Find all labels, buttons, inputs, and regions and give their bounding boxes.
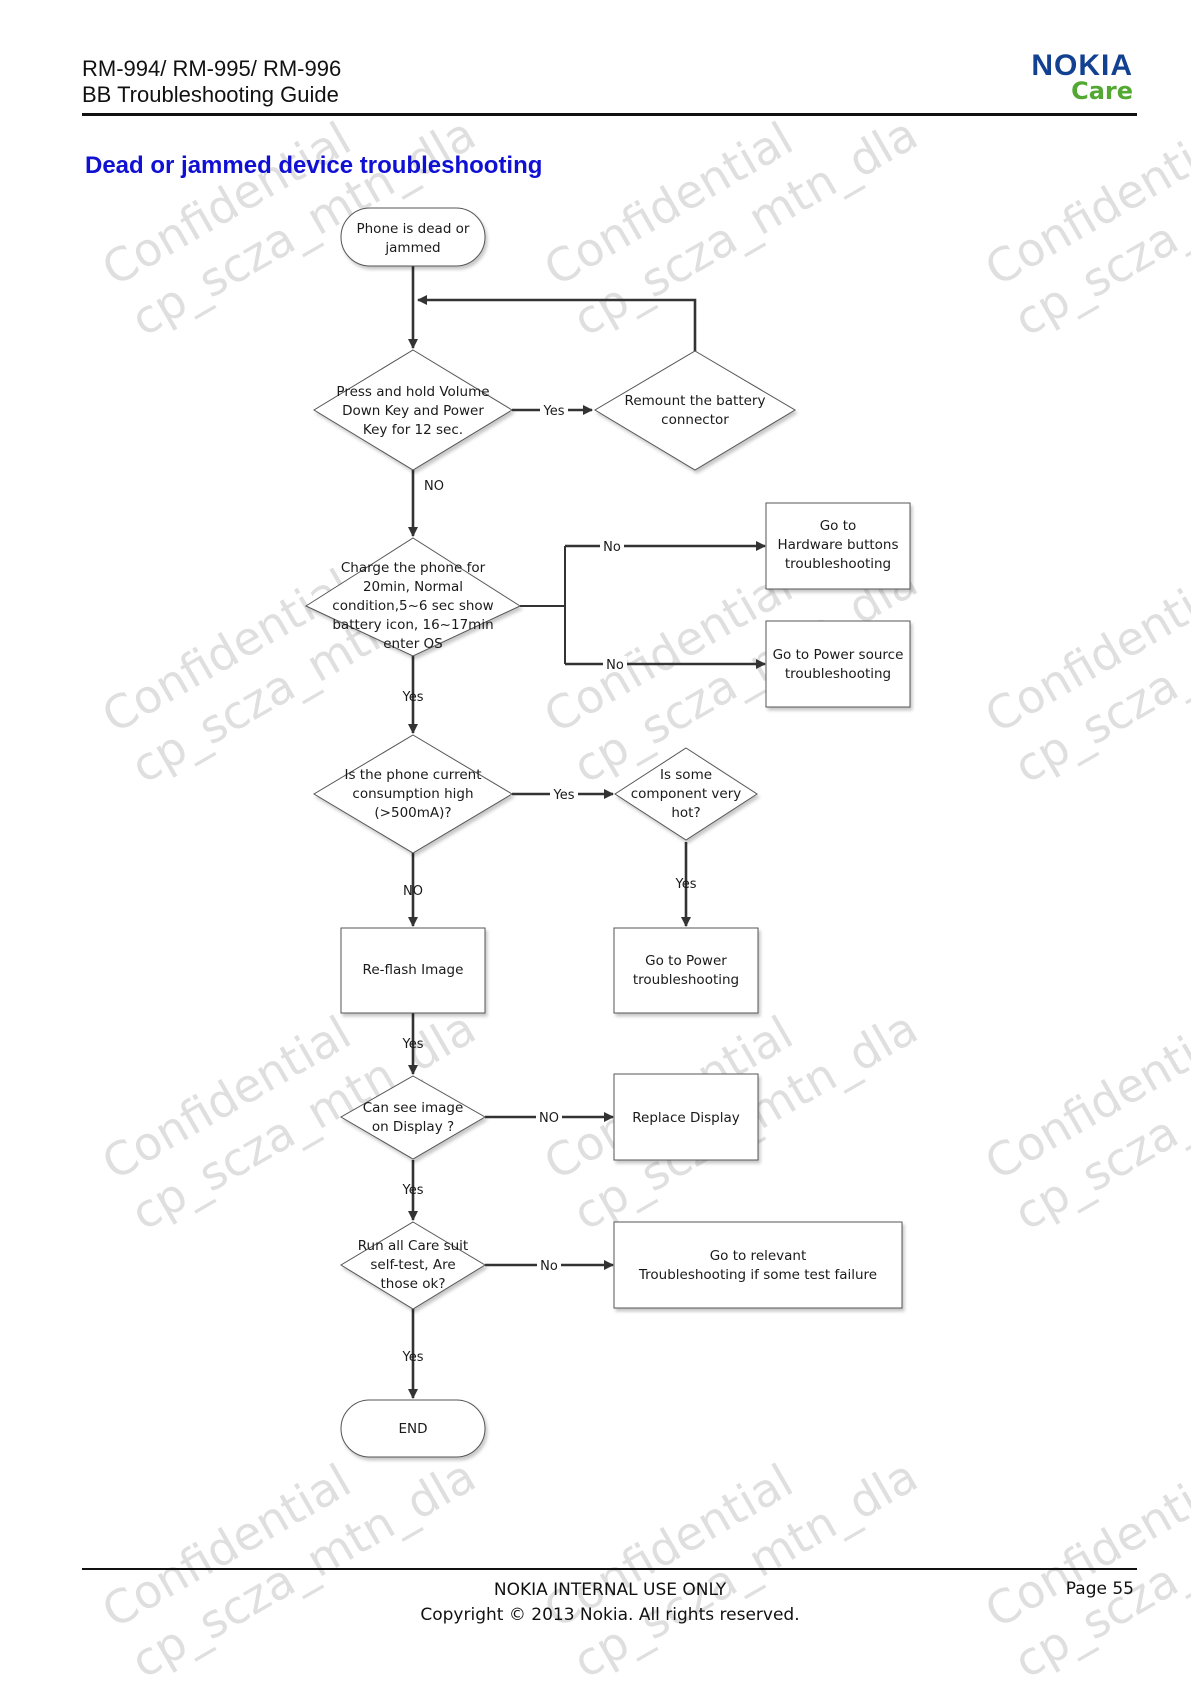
header-guide-title: BB Troubleshooting Guide <box>82 82 339 107</box>
node-reflash-image <box>340 927 486 1014</box>
label-backdrop <box>537 1257 561 1273</box>
node-selftest-text-3: those ok? <box>381 1276 446 1292</box>
page-title: Dead or jammed device troubleshooting <box>85 152 543 179</box>
edge-label-charge-no-1: No <box>603 540 621 555</box>
node-start-text-2: jammed <box>384 240 440 256</box>
edge-label-charge-yes: Yes <box>402 690 424 705</box>
edge-label-selftest-yes: Yes <box>402 1350 424 1365</box>
node-current-text-1: Is the phone current <box>345 767 482 783</box>
node-remount-battery <box>594 350 796 471</box>
node-hot-text-1: Is some <box>660 767 712 783</box>
label-backdrop <box>536 1109 562 1125</box>
node-start <box>340 207 486 267</box>
label-backdrop <box>600 538 624 554</box>
node-end-text: END <box>398 1421 427 1437</box>
node-see-image-text-2: on Display ? <box>372 1119 454 1135</box>
node-selftest-text-1: Run all Care suit <box>358 1238 468 1254</box>
edge-label-current-yes: Yes <box>553 788 575 803</box>
node-hardware-buttons <box>765 502 911 590</box>
node-relevant-text-1: Go to relevant <box>710 1248 807 1264</box>
node-press-hold-text-3: Key for 12 sec. <box>363 422 463 438</box>
edge-label-press-yes: Yes <box>543 404 565 419</box>
flow-nodes <box>304 207 911 1458</box>
node-selftest-text-2: self-test, Are <box>370 1257 455 1273</box>
edge-remount-loop <box>417 295 697 353</box>
node-power-ts-text-2: troubleshooting <box>633 972 739 988</box>
nokia-logo: NOKIA <box>1031 49 1133 82</box>
edge-label-see-no: NO <box>539 1111 559 1126</box>
edge-label-see-yes: Yes <box>402 1183 424 1198</box>
page-number: Page 55 <box>1065 1579 1134 1599</box>
node-charge-text-4: battery icon, 16~17min <box>332 617 493 633</box>
care-logo: Care <box>1071 77 1133 105</box>
edge-label-hot-yes: Yes <box>675 877 697 892</box>
node-see-image-decision <box>339 1075 487 1160</box>
footer-rule <box>82 1568 1137 1570</box>
node-remount-text-1: Remount the battery <box>625 393 766 409</box>
node-reflash-text: Re-flash Image <box>363 962 464 978</box>
node-relevant-text-2: Troubleshooting if some test failure <box>638 1267 877 1283</box>
footer-internal-use: NOKIA INTERNAL USE ONLY <box>493 1580 727 1600</box>
node-charge-text-5: enter OS <box>383 636 443 652</box>
label-backdrop <box>603 656 627 672</box>
edge-label-press-no: NO <box>424 479 444 494</box>
node-current-text-3: (>500mA)? <box>374 805 451 821</box>
node-start-text-1: Phone is dead or <box>356 221 469 237</box>
node-charge-decision <box>304 537 522 657</box>
label-backdrop <box>550 786 578 802</box>
node-component-hot-decision <box>614 747 758 841</box>
node-hot-text-2: component very <box>631 786 742 802</box>
node-current-text-2: consumption high <box>352 786 473 802</box>
node-end <box>340 1399 486 1458</box>
node-hw-buttons-text-3: troubleshooting <box>785 556 891 572</box>
node-replace-display-text: Replace Display <box>632 1110 739 1126</box>
edge-label-reflash-yes: Yes <box>402 1037 424 1052</box>
node-power-troubleshooting <box>613 927 759 1014</box>
node-hot-text-3: hot? <box>671 805 700 821</box>
node-press-hold-decision <box>313 349 513 471</box>
footer-copyright: Copyright © 2013 Nokia. All rights reser… <box>420 1605 800 1625</box>
node-selftest-decision <box>340 1221 486 1310</box>
node-replace-display <box>613 1073 759 1161</box>
node-press-hold-text-2: Down Key and Power <box>342 403 484 419</box>
node-power-ts-text-1: Go to Power <box>645 953 727 969</box>
node-see-image-text-1: Can see image <box>363 1100 464 1116</box>
node-power-source <box>765 620 911 708</box>
node-charge-text-1: Charge the phone for <box>341 560 486 576</box>
node-charge-text-3: condition,5~6 sec show <box>332 598 493 614</box>
node-remount-text-2: connector <box>661 412 729 428</box>
node-press-hold-text-1: Press and hold Volume <box>336 384 489 400</box>
label-backdrop <box>540 402 568 418</box>
node-power-source-text-1: Go to Power source <box>773 647 904 663</box>
node-current-decision <box>313 734 513 854</box>
edge-label-current-no: NO <box>403 884 423 899</box>
edge-label-selftest-no: No <box>540 1259 558 1274</box>
header-models: RM-994/ RM-995/ RM-996 <box>82 56 342 81</box>
header-rule <box>82 113 1137 116</box>
node-relevant-troubleshooting <box>613 1221 903 1309</box>
node-charge-text-2: 20min, Normal <box>363 579 463 595</box>
edge-label-charge-no-2: No <box>606 658 624 673</box>
edge-labels: Yes NO No No Yes Yes NO Yes Yes NO Yes N… <box>402 402 697 1365</box>
node-hw-buttons-text-2: Hardware buttons <box>777 537 898 553</box>
node-hw-buttons-text-1: Go to <box>820 518 857 534</box>
node-labels: Phone is dead or jammed Press and hold V… <box>332 221 903 1437</box>
node-power-source-text-2: troubleshooting <box>785 666 891 682</box>
